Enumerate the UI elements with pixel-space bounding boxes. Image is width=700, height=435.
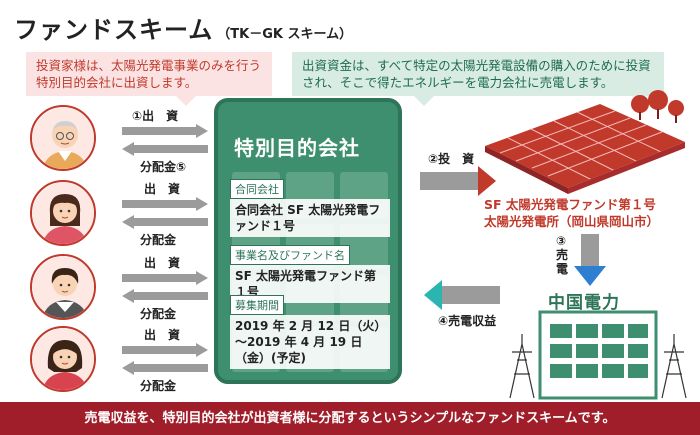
- flow-row-3: 出 資 分配金: [120, 254, 210, 322]
- elderly-man-icon: [30, 105, 96, 171]
- dividend-label-4: 分配金: [140, 379, 177, 393]
- field-value: 合同会社 SF 太陽光発電ファンド１号: [230, 199, 390, 237]
- flow-row-1: ①出 資 分配金⑤: [120, 107, 210, 175]
- special-purpose-company: 特別目的会社 合同会社 合同会社 SF 太陽光発電ファンド１号 事業名及びファン…: [214, 98, 402, 384]
- plant-fund-line2: 太陽光発電所（岡山県岡山市）: [484, 214, 660, 229]
- flow-row-2: 出 資 分配金: [120, 180, 210, 248]
- flow-row-4: 出 資 分配金: [120, 326, 210, 394]
- invest-label-1: ①出 資: [132, 109, 179, 123]
- invest-label-4: 出 資: [144, 328, 181, 342]
- invest-label-3: 出 資: [144, 256, 181, 270]
- footer-banner: 売電収益を、特別目的会社が出資者様に分配するというシンプルなファンドスキームです…: [0, 402, 700, 435]
- dividend-label-2: 分配金: [140, 233, 177, 247]
- field-label: 合同会社: [230, 179, 284, 199]
- elderly-woman-icon: [30, 254, 96, 320]
- power-company-building-icon: [509, 310, 687, 400]
- field-label: 募集期間: [230, 295, 284, 315]
- investment-label: ②投 資: [428, 152, 475, 166]
- utility-name: 中国電力: [548, 293, 620, 313]
- revenue-arrow-icon: [424, 280, 500, 310]
- woman-icon: [30, 180, 96, 246]
- title-main: ファンドスキーム: [14, 16, 214, 44]
- field-label: 事業名及びファンド名: [230, 245, 350, 265]
- dividend-label-1: 分配金⑤: [140, 160, 187, 174]
- invest-label-2: 出 資: [144, 182, 181, 196]
- flow-arrows-icon: [122, 343, 208, 375]
- field-value: 2019 年 2 月 12 日（火）～2019 年 4 月 19 日（金）(予定…: [230, 315, 390, 369]
- investment-arrow-icon: [420, 166, 496, 196]
- solar-panel-field-icon: [485, 90, 685, 194]
- sale-label: ③売電: [556, 234, 569, 276]
- capital-note: 出資資金は、すべて特定の太陽光発電設備の購入のために投資され、そこで得たエネルギ…: [292, 52, 664, 106]
- dividend-label-3: 分配金: [140, 307, 177, 321]
- flow-arrows-icon: [122, 197, 208, 229]
- spv-field-period: 募集期間 2019 年 2 月 12 日（火）～2019 年 4 月 19 日（…: [230, 294, 390, 369]
- flow-arrows-icon: [122, 271, 208, 303]
- spv-heading: 特別目的会社: [234, 136, 360, 160]
- spv-field-company: 合同会社 合同会社 SF 太陽光発電ファンド１号: [230, 178, 390, 237]
- investor-note: 投資家様は、太陽光発電事業のみを行う特別目的会社に出資します。: [26, 52, 272, 106]
- page-title: ファンドスキーム（TK－GK スキーム）: [14, 10, 352, 45]
- revenue-label: ④売電収益: [438, 314, 497, 328]
- title-sub: （TK－GK スキーム）: [217, 27, 353, 42]
- sale-arrow-icon: [574, 234, 606, 286]
- young-woman-icon: [30, 326, 96, 392]
- plant-fund-name: SF 太陽光発電ファンド第１号 太陽光発電所（岡山県岡山市）: [484, 196, 659, 230]
- flow-arrows-icon: [122, 124, 208, 156]
- plant-fund-line1: SF 太陽光発電ファンド第１号: [484, 197, 656, 212]
